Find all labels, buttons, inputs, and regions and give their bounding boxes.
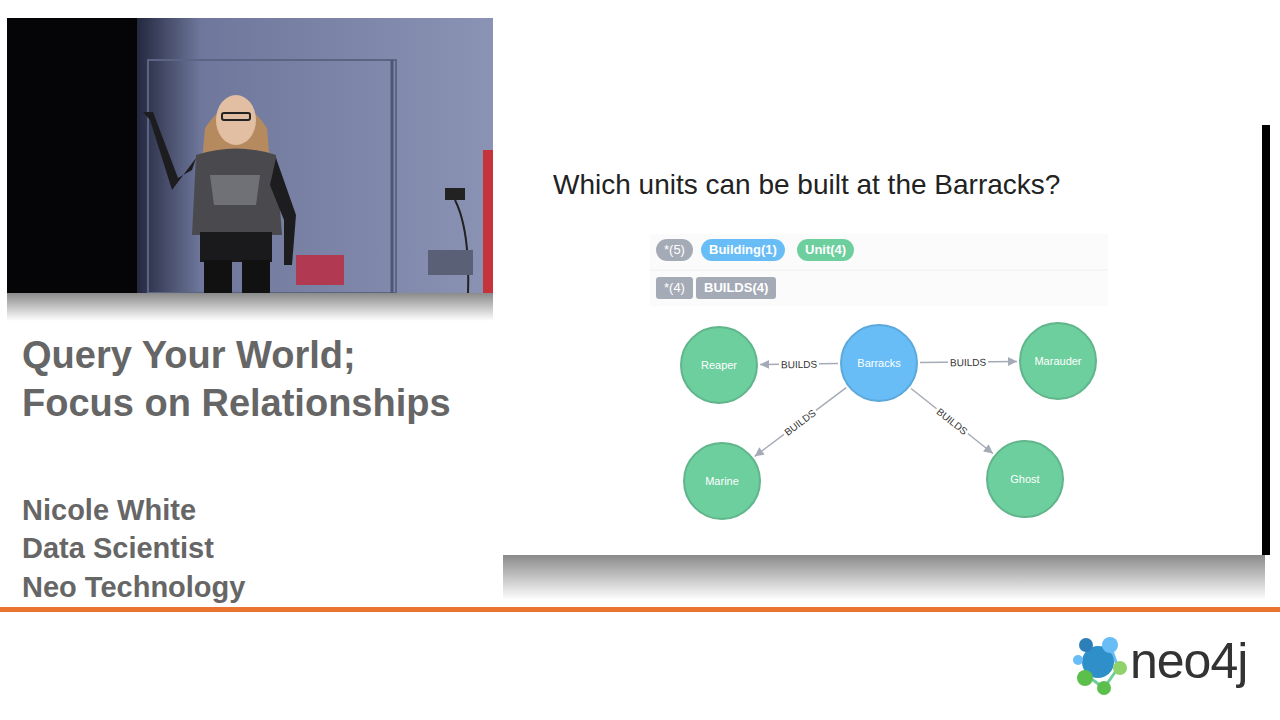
relationship-line	[911, 389, 993, 454]
speaker-company: Neo Technology	[22, 571, 245, 604]
arrow-head	[1008, 357, 1017, 366]
filter-panel	[650, 234, 1108, 306]
arrow-head	[760, 360, 769, 369]
speaker-video	[7, 18, 493, 293]
node-name: Marauder	[1034, 355, 1081, 367]
relationship-label: BUILDS	[779, 358, 819, 370]
node-name: Reaper	[701, 359, 737, 371]
slide-edge	[1262, 125, 1270, 555]
label-chip: Building(1)	[701, 239, 785, 261]
filter-chip: *(4)	[656, 277, 693, 299]
arrow-head	[983, 444, 993, 453]
graph-node: Marine	[683, 442, 761, 520]
graph-node: Reaper	[680, 326, 758, 404]
slide-title: Which units can be built at the Barracks…	[553, 169, 1060, 201]
arrow-head	[755, 447, 765, 456]
relationship-arrow	[755, 388, 846, 457]
relationship-label: BUILDS	[933, 404, 971, 438]
node-name: Barracks	[857, 357, 900, 369]
slide-shadow	[503, 555, 1265, 600]
graph-node: Marauder	[1019, 322, 1097, 400]
slide	[503, 125, 1263, 555]
relationship-label: BUILDS	[781, 406, 820, 439]
node-name: Marine	[705, 475, 739, 487]
relationship-arrow	[911, 389, 993, 454]
label-chip: Unit(4)	[797, 239, 854, 261]
relationship-line	[755, 388, 846, 457]
panel-divider	[650, 270, 1108, 271]
speaker-role: Data Scientist	[22, 532, 214, 565]
relationship-label: BUILDS	[948, 356, 988, 367]
logo-icon	[1073, 637, 1127, 695]
talk-title: Query Your World; Focus on Relationships	[22, 331, 467, 427]
relationship-chip: BUILDS(4)	[696, 277, 776, 299]
logo-text: neo4j	[1130, 632, 1247, 690]
node-name: Ghost	[1010, 473, 1039, 485]
filter-chip: *(5)	[656, 239, 693, 261]
video-shadow	[7, 293, 493, 321]
graph-node: Barracks	[840, 324, 918, 402]
orange-rule	[0, 607, 1280, 612]
graph-node: Ghost	[986, 440, 1064, 518]
speaker-name: Nicole White	[22, 494, 196, 527]
